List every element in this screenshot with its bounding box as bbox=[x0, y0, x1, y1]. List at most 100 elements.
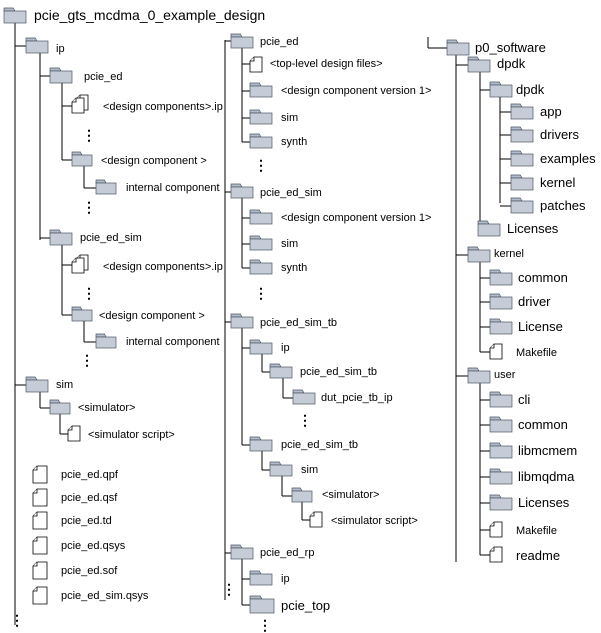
node-label: cli bbox=[518, 392, 530, 407]
file-icon bbox=[32, 536, 48, 555]
file-icon bbox=[32, 465, 48, 484]
folder-icon bbox=[249, 259, 273, 275]
file-label: pcie_ed.td bbox=[61, 515, 112, 527]
folder-icon bbox=[489, 81, 513, 98]
folder-icon bbox=[292, 389, 316, 405]
node-label: dpdk bbox=[497, 56, 526, 71]
folder-icon bbox=[95, 179, 117, 195]
node-label: Makefile bbox=[516, 347, 557, 359]
folder-icon bbox=[249, 235, 273, 251]
folder-icon bbox=[489, 416, 513, 433]
node-label: sim bbox=[301, 464, 318, 476]
folder-icon bbox=[249, 209, 273, 225]
folder-icon bbox=[489, 391, 513, 408]
node-label: common bbox=[518, 417, 568, 432]
folder-icon bbox=[510, 103, 534, 120]
folder-icon bbox=[249, 570, 273, 586]
node-label: synth bbox=[281, 136, 307, 148]
node-label: pcie_ed_sim_tb bbox=[260, 317, 337, 329]
file-icon bbox=[249, 56, 263, 73]
ellipsis-marker: ⋮ bbox=[222, 581, 236, 597]
node-label: libmqdma bbox=[518, 469, 575, 484]
folder-icon bbox=[467, 246, 491, 263]
folder-icon bbox=[446, 39, 470, 56]
folder-icon bbox=[489, 494, 513, 511]
file-icon bbox=[489, 546, 503, 563]
file-icon bbox=[32, 586, 48, 605]
node-label: pcie_ed bbox=[84, 71, 123, 83]
node-label: driver bbox=[518, 294, 551, 309]
node-label: sim bbox=[56, 379, 73, 391]
node-label: examples bbox=[540, 151, 596, 166]
file-label: pcie_ed.qpf bbox=[61, 469, 119, 481]
file-label: pcie_ed.qsf bbox=[61, 492, 118, 504]
node-label: pcie_ed bbox=[260, 36, 299, 48]
ellipsis-marker: ⋮ bbox=[82, 199, 96, 215]
ellipsis-marker: ⋮ bbox=[80, 352, 94, 368]
file-icon bbox=[67, 425, 81, 442]
node-label: sim bbox=[281, 112, 298, 124]
multi-file-icon bbox=[71, 257, 85, 274]
node-label: libmcmem bbox=[518, 443, 577, 458]
folder-icon bbox=[249, 436, 273, 452]
folder-icon bbox=[49, 67, 73, 84]
node-label: kernel bbox=[494, 248, 524, 260]
node-label: Licenses bbox=[507, 221, 559, 236]
node-label: internal component bbox=[126, 182, 220, 194]
node-label: app bbox=[540, 104, 562, 119]
ellipsis-marker: ⋮ bbox=[82, 285, 96, 301]
node-label: pcie_ed_sim_tb bbox=[281, 439, 358, 451]
file-icon bbox=[489, 343, 503, 360]
file-icon bbox=[309, 511, 323, 528]
ellipsis-marker: ⋮ bbox=[10, 612, 24, 628]
folder-icon bbox=[230, 544, 254, 560]
file-label: pcie_ed.sof bbox=[61, 565, 118, 577]
node-label: <design component version 1> bbox=[281, 85, 431, 97]
folder-icon bbox=[510, 150, 534, 167]
node-label: internal component bbox=[126, 336, 220, 348]
node-label: user bbox=[494, 369, 516, 381]
folder-icon bbox=[25, 376, 49, 393]
folder-icon bbox=[249, 109, 273, 125]
folder-icon bbox=[510, 126, 534, 143]
node-label: pcie_ed_sim bbox=[260, 187, 322, 199]
ellipsis-marker: ⋮ bbox=[254, 157, 268, 173]
root-folder-label: pcie_gts_mcdma_0_example_design bbox=[34, 7, 265, 23]
folder-icon bbox=[489, 442, 513, 459]
node-label: <design components>.ip bbox=[103, 101, 223, 113]
node-label: sim bbox=[281, 238, 298, 250]
folder-icon bbox=[230, 183, 254, 199]
folder-icon bbox=[71, 306, 93, 322]
folder-icon bbox=[467, 367, 491, 384]
file-icon bbox=[32, 488, 48, 507]
multi-file-icon bbox=[71, 97, 85, 114]
file-icon bbox=[32, 561, 48, 580]
node-label: synth bbox=[281, 262, 307, 274]
node-label: <design component > bbox=[99, 310, 205, 322]
folder-icon bbox=[249, 339, 273, 355]
node-label: pcie_top bbox=[281, 598, 330, 613]
file-icon bbox=[489, 521, 503, 538]
folder-icon bbox=[95, 333, 117, 349]
file-label: pcie_ed_sim.qsys bbox=[61, 590, 149, 602]
tree-nodes: pcie_gts_mcdma_0_example_designippcie_ed… bbox=[3, 7, 596, 633]
folder-icon bbox=[230, 313, 254, 329]
ellipsis-marker: ⋮ bbox=[82, 127, 96, 143]
node-label: drivers bbox=[540, 127, 580, 142]
node-label: <simulator script> bbox=[88, 429, 175, 441]
node-label: Makefile bbox=[516, 525, 557, 537]
node-label: patches bbox=[540, 198, 586, 213]
node-label: pcie_ed_sim_tb bbox=[300, 366, 377, 378]
ellipsis-marker: ⋮ bbox=[298, 412, 312, 428]
folder-icon bbox=[467, 56, 491, 73]
folder-icon bbox=[49, 229, 73, 246]
folder-icon bbox=[249, 133, 273, 149]
node-label: kernel bbox=[540, 175, 576, 190]
node-label: <design components>.ip bbox=[103, 261, 223, 273]
folder-icon bbox=[269, 461, 293, 477]
node-label: License bbox=[518, 319, 563, 334]
folder-icon bbox=[249, 595, 275, 614]
folder-icon bbox=[71, 151, 93, 167]
node-label: pcie_ed_sim bbox=[80, 232, 142, 244]
